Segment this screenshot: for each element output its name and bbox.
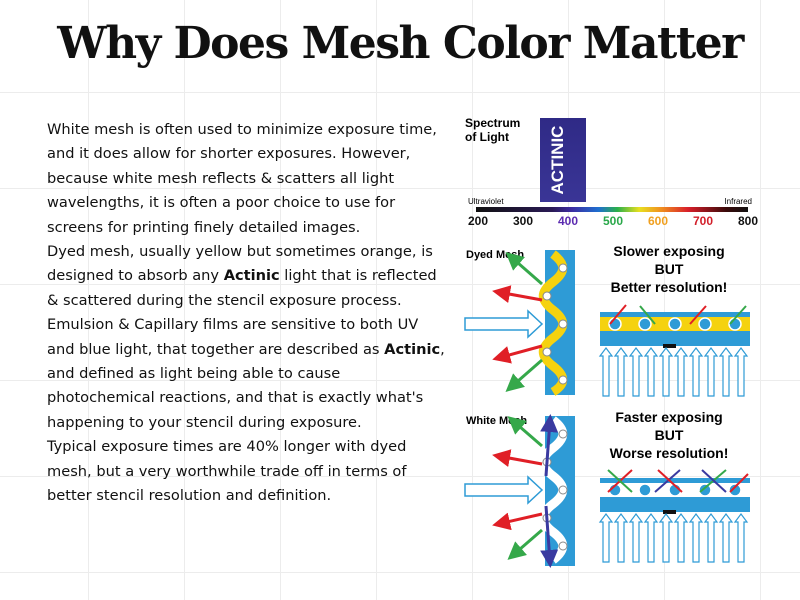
page-title: Why Does Mesh Color Matter bbox=[57, 18, 744, 69]
exposure-arrow bbox=[628, 347, 644, 397]
white-caption: Worse resolution! bbox=[610, 445, 729, 461]
exposure-arrow bbox=[613, 513, 629, 563]
dyed-cross-section bbox=[598, 304, 750, 397]
white-cross-section bbox=[598, 469, 750, 563]
exposure-arrow bbox=[703, 513, 719, 563]
spectrum-chart: Spectrum of Light ACTINIC Ultraviolet In… bbox=[465, 116, 758, 228]
infrared-label: Infrared bbox=[724, 197, 752, 206]
spectrum-bar bbox=[476, 207, 748, 212]
spectrum-tick-label: 600 bbox=[648, 214, 668, 228]
exposure-arrow bbox=[718, 347, 734, 397]
white-side-view bbox=[464, 414, 575, 568]
paragraph: Emulsion & Capillary films are sensitive… bbox=[47, 316, 445, 431]
dyed-caption: Better resolution! bbox=[611, 279, 728, 295]
ultraviolet-label: Ultraviolet bbox=[468, 197, 504, 206]
spectrum-tick-label: 200 bbox=[468, 214, 488, 228]
exposure-arrow bbox=[703, 347, 719, 397]
spectrum-tick-label: 400 bbox=[558, 214, 578, 228]
exposure-arrow bbox=[673, 513, 689, 563]
paragraph: White mesh is often used to minimize exp… bbox=[47, 121, 437, 236]
dyed-mesh-panel: Dyed Mesh Slower exposing BUT Better res… bbox=[464, 243, 750, 397]
actinic-band-label: ACTINIC bbox=[548, 126, 567, 195]
spectrum-label: of Light bbox=[465, 130, 509, 144]
exposure-arrow bbox=[673, 347, 689, 397]
paragraph: Dyed mesh, usually yellow but sometimes … bbox=[47, 243, 437, 309]
mesh-diagram: Spectrum of Light ACTINIC Ultraviolet In… bbox=[450, 100, 800, 600]
body-text: White mesh is often used to minimize exp… bbox=[47, 118, 447, 509]
exposure-arrow bbox=[688, 347, 704, 397]
dyed-caption: BUT bbox=[655, 261, 684, 277]
spectrum-tick-label: 700 bbox=[693, 214, 713, 228]
exposure-arrow bbox=[643, 513, 659, 563]
exposure-arrow bbox=[733, 347, 749, 397]
exposure-arrow bbox=[658, 347, 674, 397]
dyed-side-view bbox=[464, 250, 575, 396]
white-mesh-panel: White Mesh Faster exposing BUT Worse res… bbox=[464, 409, 750, 568]
exposure-arrow bbox=[718, 513, 734, 563]
spectrum-tick-label: 800 bbox=[738, 214, 758, 228]
exposure-arrow bbox=[598, 513, 614, 563]
white-caption: Faster exposing bbox=[615, 409, 722, 425]
exposure-arrow bbox=[688, 513, 704, 563]
exposure-arrow bbox=[643, 347, 659, 397]
dyed-caption: Slower exposing bbox=[613, 243, 724, 259]
spectrum-tick-label: 300 bbox=[513, 214, 533, 228]
exposure-arrow bbox=[658, 513, 674, 563]
spectrum-label: Spectrum bbox=[465, 116, 520, 130]
spectrum-tick-label: 500 bbox=[603, 214, 623, 228]
paragraph: Typical exposure times are 40% longer wi… bbox=[47, 438, 407, 505]
spectrum-ticks: 200 300 400 500 600 700 800 bbox=[468, 214, 758, 228]
exposure-arrow bbox=[628, 513, 644, 563]
actinic-band bbox=[540, 118, 586, 202]
exposure-arrow bbox=[598, 347, 614, 397]
exposure-arrow bbox=[733, 513, 749, 563]
exposure-arrow bbox=[613, 347, 629, 397]
white-caption: BUT bbox=[655, 427, 684, 443]
